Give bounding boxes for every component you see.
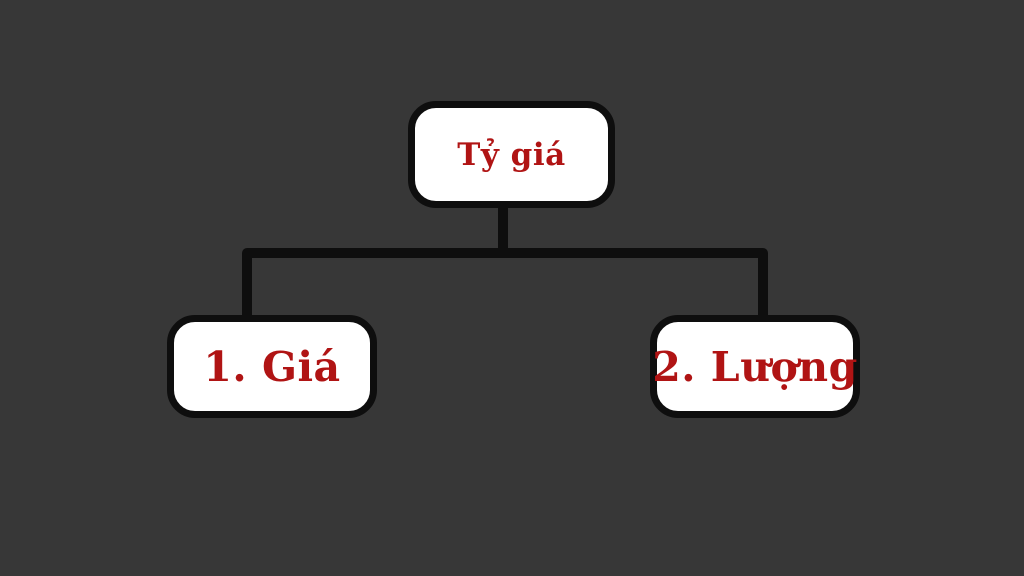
branch-connector <box>242 248 768 322</box>
node-child-2: 2. Lượng <box>650 315 860 418</box>
node-child-2-label: 2. Lượng <box>652 342 858 391</box>
node-child-1: 1. Giá <box>167 315 377 418</box>
node-child-1-label: 1. Giá <box>203 342 341 391</box>
node-root-label: Tỷ giá <box>457 136 566 173</box>
node-root: Tỷ giá <box>408 101 615 208</box>
